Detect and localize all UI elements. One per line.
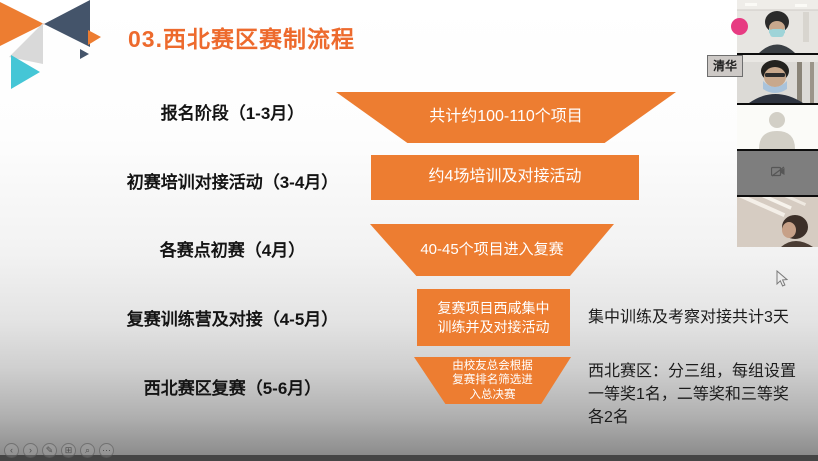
funnel-stage-1-text: 共计约100-110个项目 [429, 108, 583, 126]
participant-video-2[interactable] [737, 55, 818, 103]
stage-label-3: 各赛点初赛（4月） [159, 241, 306, 260]
pen-tool-button[interactable]: ✎ [42, 443, 57, 458]
all-slides-button[interactable]: ⊞ [61, 443, 76, 458]
camera-off-icon [770, 166, 784, 177]
previous-slide-button[interactable]: ‹ [4, 443, 19, 458]
stage-label-2: 初赛培训对接活动（3-4月） [126, 173, 339, 192]
participant-video-5[interactable] [737, 197, 818, 247]
stage-label-1: 报名阶段（1-3月） [160, 104, 305, 123]
stage-5-note: 西北赛区：分三组，每组设置一等奖1名，二等奖和三等奖各2名 [588, 363, 797, 427]
participant-name-tooltip: 清华 [707, 55, 744, 77]
funnel-stage-5: 由校友总会根据复赛排名筛选进入总决赛 [414, 357, 571, 404]
participant-placeholder[interactable] [737, 105, 818, 149]
person-glasses-masked-icon [737, 55, 818, 103]
funnel-stage-5-text: 由校友总会根据复赛排名筛选进入总决赛 [452, 359, 533, 401]
window-bottom-edge [0, 455, 818, 461]
stage-label-4: 复赛训练营及对接（4-5月） [126, 310, 339, 329]
funnel-stage-2: 约4场培训及对接活动 [371, 155, 639, 200]
funnel-stage-1: 共计约100-110个项目 [336, 92, 676, 143]
participant-video-1[interactable] [737, 0, 818, 53]
participant-camera-off[interactable] [737, 151, 818, 195]
person-masked-icon [737, 0, 818, 53]
funnel-stage-3-text: 40-45个项目进入复赛 [420, 241, 564, 259]
person-side-view-icon [737, 197, 818, 247]
funnel-stage-4-text: 复赛项目西咸集中训练并及对接活动 [437, 300, 550, 335]
slide-title: 03.西北赛区赛制流程 [128, 26, 355, 52]
avatar-silhouette-icon [737, 105, 818, 149]
next-slide-button[interactable]: › [23, 443, 38, 458]
funnel-stage-2-text: 约4场培训及对接活动 [428, 168, 582, 186]
stage-4-note: 集中训练及考察对接共计3天 [588, 309, 789, 326]
participants-sidebar [737, 0, 818, 247]
reaction-dot-icon [731, 18, 748, 35]
mouse-cursor-icon [776, 270, 788, 287]
funnel-stage-3: 40-45个项目进入复赛 [370, 224, 614, 276]
funnel-stage-4: 复赛项目西咸集中训练并及对接活动 [417, 289, 570, 346]
zoom-slide-button[interactable]: ⌕ [80, 443, 95, 458]
slide-logo-triangles-icon [0, 0, 101, 89]
presenter-controls: ‹ › ✎ ⊞ ⌕ ⋯ [4, 443, 114, 458]
stage-label-5: 西北赛区复赛（5-6月） [143, 379, 322, 398]
more-options-button[interactable]: ⋯ [99, 443, 114, 458]
